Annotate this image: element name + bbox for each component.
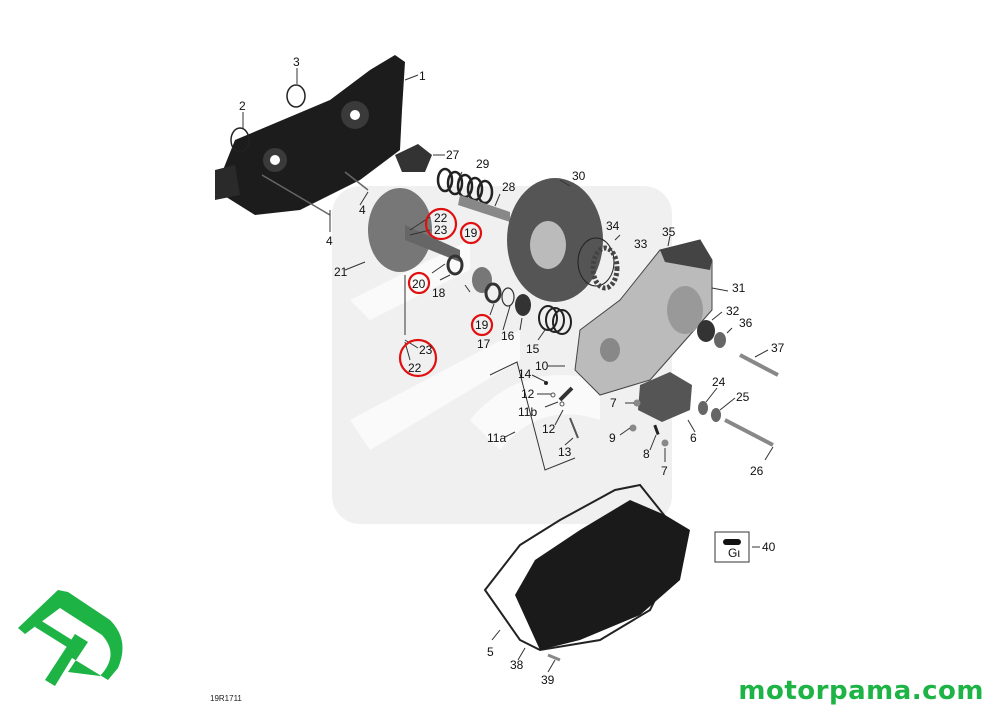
cover-insert-part[interactable] <box>395 144 432 172</box>
callout-27[interactable]: 27 <box>446 148 460 162</box>
callout-25[interactable]: 25 <box>736 390 750 404</box>
callout-19[interactable]: 19 <box>475 318 489 332</box>
callout-33[interactable]: 33 <box>634 237 648 251</box>
callout-11b[interactable]: 11b <box>518 405 537 419</box>
callout-37[interactable]: 37 <box>771 341 785 355</box>
kit-box-glyph: Gι <box>728 546 740 560</box>
callout-38[interactable]: 38 <box>510 658 524 672</box>
o-ring-part[interactable] <box>286 84 306 108</box>
o-ring-part[interactable] <box>550 392 556 398</box>
pin-part[interactable] <box>569 417 579 439</box>
highlight-circles <box>398 207 494 378</box>
bearing-part[interactable] <box>697 320 715 342</box>
callout-23[interactable]: 23 <box>419 343 433 357</box>
cap-part[interactable] <box>633 399 641 407</box>
roller-cage-part[interactable] <box>590 245 620 291</box>
diagram-code: 19R1711 <box>210 694 242 703</box>
motorpama-mp-logo <box>18 590 123 686</box>
callout-10[interactable]: 10 <box>535 359 549 373</box>
bolt-part[interactable] <box>724 418 774 447</box>
outer-cover-part[interactable] <box>483 483 690 652</box>
callout-4[interactable]: 4 <box>326 234 333 248</box>
callout-30[interactable]: 30 <box>572 169 586 183</box>
callout-12[interactable]: 12 <box>542 422 556 436</box>
washer-part[interactable] <box>698 401 708 415</box>
callout-1[interactable]: 1 <box>419 69 426 83</box>
callout-7[interactable]: 7 <box>610 396 617 410</box>
fixed-sheave-part[interactable] <box>368 188 460 272</box>
cap-part[interactable] <box>661 439 669 447</box>
callout-20[interactable]: 20 <box>412 277 426 291</box>
bolt-part[interactable] <box>739 353 779 377</box>
callout-19[interactable]: 19 <box>464 226 478 240</box>
callout-13[interactable]: 13 <box>558 445 572 459</box>
callout-14[interactable]: 14 <box>518 367 532 381</box>
callout-4[interactable]: 4 <box>359 203 366 217</box>
callout-29[interactable]: 29 <box>476 157 490 171</box>
bushing-part[interactable] <box>472 267 492 293</box>
callout-7[interactable]: 7 <box>661 464 668 478</box>
seal-ring-part[interactable] <box>484 282 502 304</box>
callout-2[interactable]: 2 <box>239 99 246 113</box>
washer-part[interactable] <box>711 408 721 422</box>
spider-part[interactable] <box>638 372 692 422</box>
washer-part[interactable] <box>714 332 726 348</box>
callout-5[interactable]: 5 <box>487 645 494 659</box>
callout-labels: 1 2 3 4 4 4 5 6 7 7 8 9 10 11a 11b 12 12… <box>239 55 785 687</box>
shaft-part[interactable] <box>458 195 510 222</box>
callout-21[interactable]: 21 <box>334 265 348 279</box>
callout-8[interactable]: 8 <box>643 447 650 461</box>
leader-lines <box>242 68 774 673</box>
callout-24[interactable]: 24 <box>712 375 726 389</box>
callout-16[interactable]: 16 <box>501 329 515 343</box>
callout-23[interactable]: 23 <box>434 223 448 237</box>
o-ring-part[interactable] <box>559 401 565 407</box>
callout-40[interactable]: 40 <box>762 540 776 554</box>
callout-15[interactable]: 15 <box>526 342 540 356</box>
o-ring-part[interactable] <box>501 287 515 307</box>
callout-17[interactable]: 17 <box>477 337 491 351</box>
kit-box[interactable]: Gι <box>714 531 750 563</box>
retaining-ring-part[interactable] <box>577 237 615 287</box>
callout-22[interactable]: 22 <box>408 361 422 375</box>
callout-31[interactable]: 31 <box>732 281 746 295</box>
seal-ring-part[interactable] <box>446 254 464 276</box>
callout-11a[interactable]: 11a <box>487 431 506 445</box>
secondary-housing-part[interactable] <box>574 239 713 396</box>
callout-26[interactable]: 26 <box>750 464 764 478</box>
callout-18[interactable]: 18 <box>432 286 446 300</box>
nut-part[interactable] <box>629 424 637 432</box>
callout-22[interactable]: 22 <box>434 211 448 225</box>
spring-part[interactable] <box>538 305 572 335</box>
o-ring-part[interactable] <box>230 127 250 153</box>
bolt-part[interactable] <box>261 174 331 216</box>
callout-28[interactable]: 28 <box>502 180 516 194</box>
roller-part[interactable] <box>558 386 574 402</box>
callout-9[interactable]: 9 <box>609 431 616 445</box>
pin-part[interactable] <box>653 424 660 436</box>
washer-part[interactable] <box>515 294 531 316</box>
bolt-part[interactable] <box>344 171 369 191</box>
callout-12[interactable]: 12 <box>521 387 535 401</box>
callout-35[interactable]: 35 <box>662 225 676 239</box>
callout-39[interactable]: 39 <box>541 673 555 687</box>
website-watermark[interactable]: motorpama.com <box>738 676 984 706</box>
callout-32[interactable]: 32 <box>726 304 740 318</box>
callout-34[interactable]: 34 <box>606 219 620 233</box>
callout-6[interactable]: 6 <box>690 431 697 445</box>
callout-3[interactable]: 3 <box>293 55 300 69</box>
bolt-part[interactable] <box>547 653 561 662</box>
callout-36[interactable]: 36 <box>739 316 753 330</box>
